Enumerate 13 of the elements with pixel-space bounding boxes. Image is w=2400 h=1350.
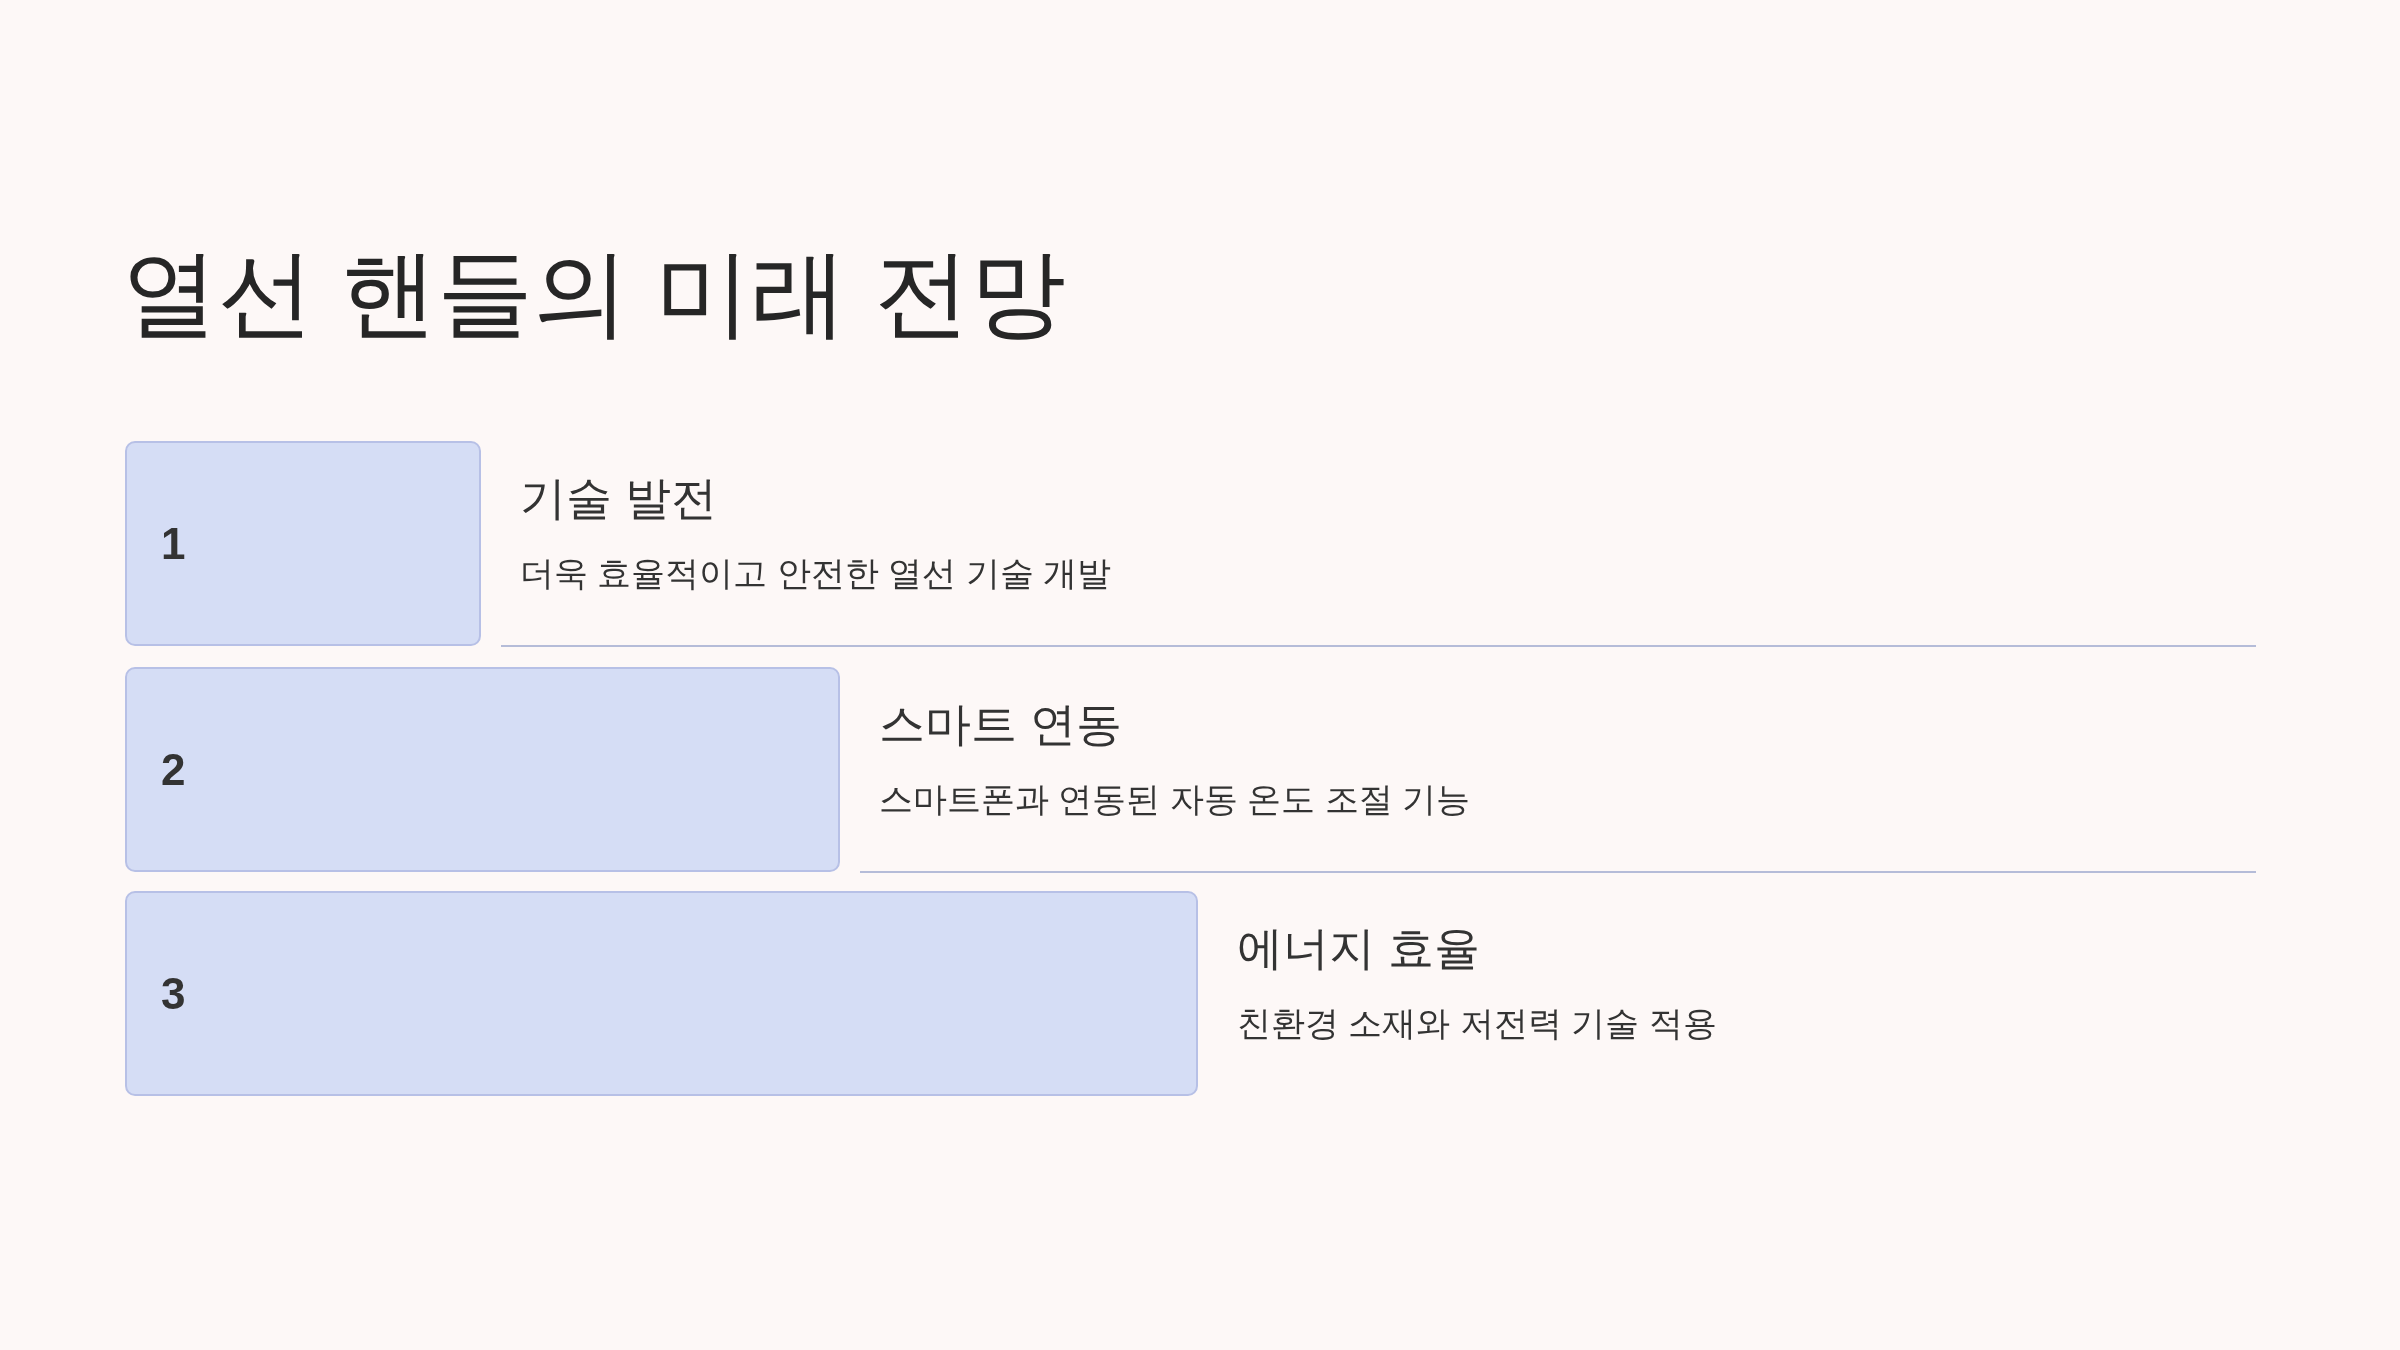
step-description: 스마트폰과 연동된 자동 온도 조절 기능 — [879, 779, 1471, 820]
step-number: 1 — [161, 519, 186, 568]
step-description: 더욱 효율적이고 안전한 열선 기술 개발 — [520, 553, 1112, 594]
step-heading: 기술 발전 — [520, 471, 717, 526]
step-description: 친환경 소재와 저전력 기술 적용 — [1237, 1003, 1717, 1044]
step-heading: 스마트 연동 — [879, 697, 1122, 752]
slide-title: 열선 핸들의 미래 전망 — [122, 238, 1066, 348]
step-bar — [125, 667, 840, 872]
step-number: 3 — [161, 969, 186, 1018]
step-bar — [125, 441, 481, 646]
step-heading: 에너지 효율 — [1237, 921, 1480, 976]
step-number: 2 — [161, 745, 186, 794]
step-bar — [125, 891, 1198, 1096]
